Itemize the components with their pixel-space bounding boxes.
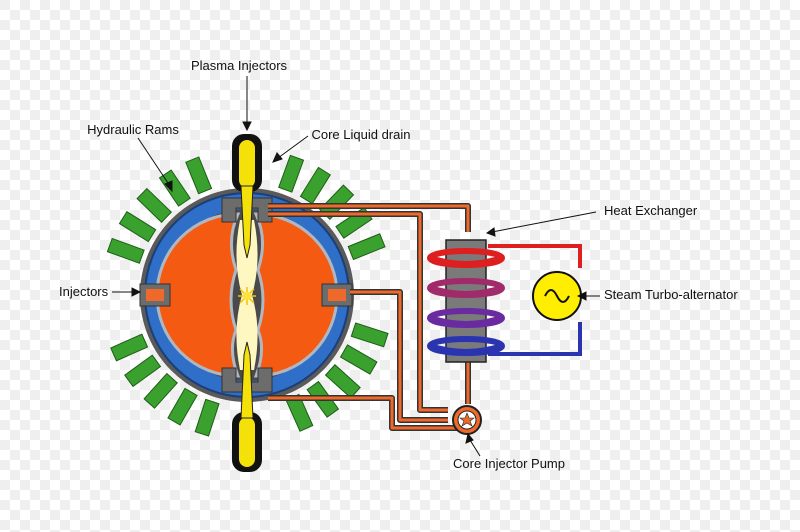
heat-exchanger bbox=[427, 239, 505, 363]
hydraulic-ram bbox=[167, 387, 198, 426]
hydraulic-ram bbox=[136, 187, 173, 223]
hydraulic-ram bbox=[124, 354, 162, 388]
reactor-vessel bbox=[139, 188, 354, 402]
pump-star-icon bbox=[459, 412, 475, 427]
hydraulic-ram bbox=[106, 237, 145, 264]
hydraulic-ram bbox=[339, 344, 378, 375]
hydraulic-ram bbox=[324, 364, 361, 399]
plasma-core bbox=[243, 292, 251, 300]
label-plasma-injectors: Plasma Injectors bbox=[191, 58, 288, 73]
hydraulic-ram bbox=[143, 372, 178, 409]
label-injectors: Injectors bbox=[59, 284, 109, 299]
plasma-injector-bottom bbox=[232, 341, 262, 472]
injector-port-left-inner bbox=[146, 289, 164, 301]
hydraulic-ram bbox=[118, 211, 157, 243]
hydraulic-ram bbox=[347, 233, 386, 261]
hydraulic-ram bbox=[110, 333, 149, 362]
steam-turbo-alternator bbox=[532, 271, 582, 321]
core-liquid-drain-bottom bbox=[221, 367, 273, 393]
coolant-pipes bbox=[268, 203, 471, 431]
callout-arrows bbox=[112, 76, 600, 457]
core-injector-pump bbox=[452, 405, 482, 435]
label-core-injector-pump: Core Injector Pump bbox=[453, 456, 565, 471]
label-core-liquid-drain: Core Liquid drain bbox=[311, 127, 410, 142]
plasma-injector-top bbox=[232, 134, 262, 259]
steam-loop bbox=[488, 244, 582, 356]
hydraulic-ram bbox=[185, 156, 213, 195]
label-heat-exchanger: Heat Exchanger bbox=[604, 203, 698, 218]
hydraulic-ram bbox=[299, 166, 331, 205]
label-hydraulic-rams: Hydraulic Rams bbox=[87, 122, 179, 137]
hydraulic-ram bbox=[158, 169, 191, 207]
sine-wave-icon bbox=[544, 289, 570, 303]
hydraulic-rams bbox=[106, 154, 389, 437]
hydraulic-ram bbox=[278, 154, 305, 193]
hydraulic-ram bbox=[350, 322, 389, 348]
hydraulic-ram bbox=[194, 398, 220, 437]
label-steam-turbo-alternator: Steam Turbo-alternator bbox=[604, 287, 738, 302]
injector-port-right-inner bbox=[328, 289, 346, 301]
